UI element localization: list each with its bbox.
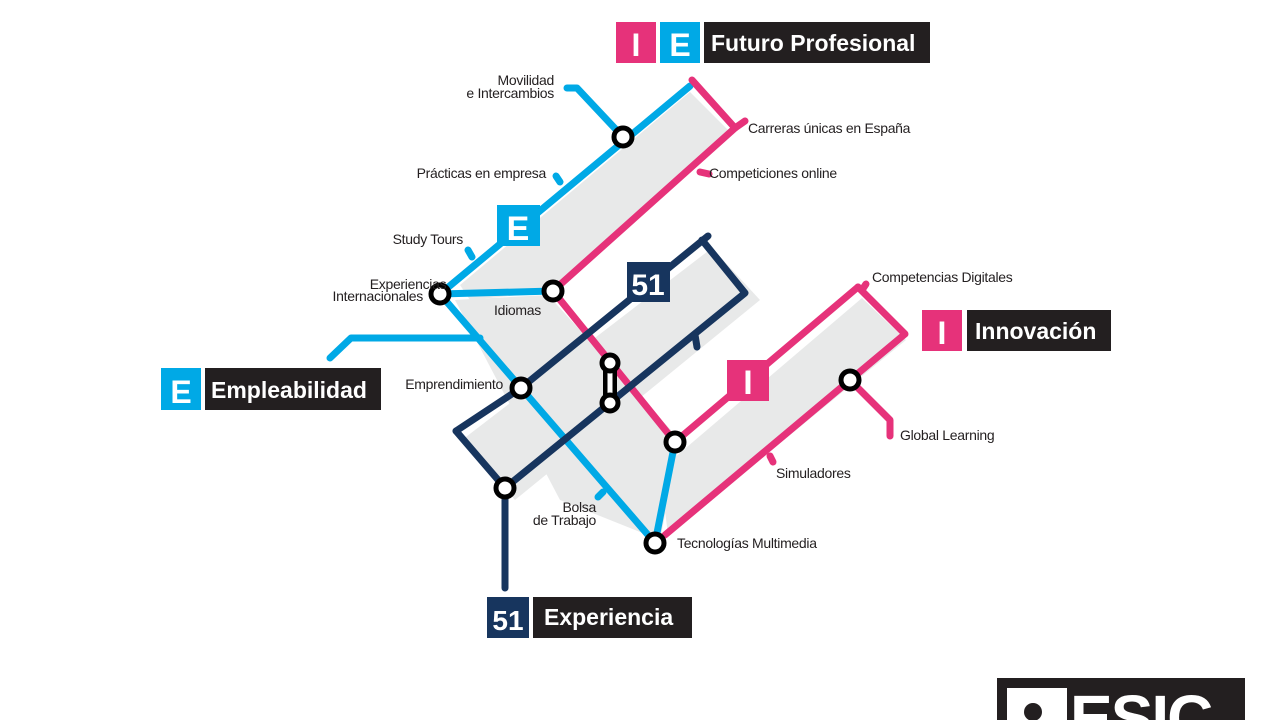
- svg-text:ESIC: ESIC: [1070, 682, 1212, 720]
- station-interchange-bottom[interactable]: [599, 392, 621, 414]
- line-badge-i: I: [727, 360, 769, 402]
- legend-innovacion: I Innovación: [922, 310, 1111, 351]
- station-exp-int[interactable]: [428, 282, 452, 306]
- label-movilidad-1: Movilidad: [498, 72, 554, 88]
- label-bolsa-1: Bolsa: [562, 499, 596, 515]
- station-movilidad[interactable]: [611, 125, 635, 149]
- band-i: [660, 298, 906, 535]
- blue-line-empleabilidad: [326, 82, 694, 547]
- label-exp-int-2: Internacionales: [333, 288, 424, 304]
- label-bolsa-2: de Trabajo: [533, 512, 597, 528]
- svg-text:51: 51: [492, 605, 523, 636]
- svg-text:Empleabilidad: Empleabilidad: [211, 377, 367, 403]
- label-simuladores: Simuladores: [776, 465, 851, 481]
- label-idiomas: Idiomas: [494, 302, 541, 318]
- svg-text:I: I: [938, 315, 947, 351]
- label-global-learning: Global Learning: [900, 427, 994, 443]
- legend-futuro-profesional: I E Futuro Profesional: [616, 22, 930, 63]
- line-badge-e: E: [497, 205, 540, 248]
- svg-text:E: E: [170, 374, 191, 410]
- station-global-learning[interactable]: [838, 368, 862, 392]
- label-movilidad-2: e Intercambios: [466, 85, 554, 101]
- label-tecnologias: Tecnologías Multimedia: [677, 535, 817, 551]
- band-e: [460, 92, 730, 300]
- svg-text:Futuro Profesional: Futuro Profesional: [711, 30, 915, 56]
- label-practicas: Prácticas en empresa: [417, 165, 547, 181]
- svg-text:I: I: [632, 27, 641, 63]
- svg-text:I: I: [743, 364, 752, 402]
- label-study-tours: Study Tours: [393, 231, 464, 247]
- label-exp-int-1: Experiencias: [370, 276, 447, 292]
- label-carreras: Carreras únicas en España: [748, 120, 911, 136]
- legend-experiencia: 51 Experiencia: [487, 597, 692, 638]
- station-emprendimiento[interactable]: [509, 376, 533, 400]
- station-competencias-junction[interactable]: [663, 430, 687, 454]
- line-badge-51: 51: [627, 262, 670, 302]
- svg-text:Innovación: Innovación: [975, 318, 1096, 344]
- stations: [428, 125, 862, 555]
- label-emprendimiento: Emprendimiento: [405, 376, 503, 392]
- svg-text:E: E: [507, 210, 530, 248]
- label-competencias: Competencias Digitales: [872, 269, 1013, 285]
- label-competiciones: Competiciones online: [709, 165, 837, 181]
- legend-empleabilidad: E Empleabilidad: [161, 368, 381, 410]
- svg-text:Experiencia: Experiencia: [544, 604, 673, 630]
- station-bolsa[interactable]: [493, 476, 517, 500]
- station-interchange-top[interactable]: [599, 352, 621, 374]
- svg-text:51: 51: [631, 269, 664, 302]
- crest-icon: [1024, 703, 1042, 720]
- station-idiomas[interactable]: [541, 279, 565, 303]
- station-tecnologias[interactable]: [643, 531, 667, 555]
- svg-text:E: E: [669, 27, 690, 63]
- esic-logo: ESIC: [997, 678, 1245, 720]
